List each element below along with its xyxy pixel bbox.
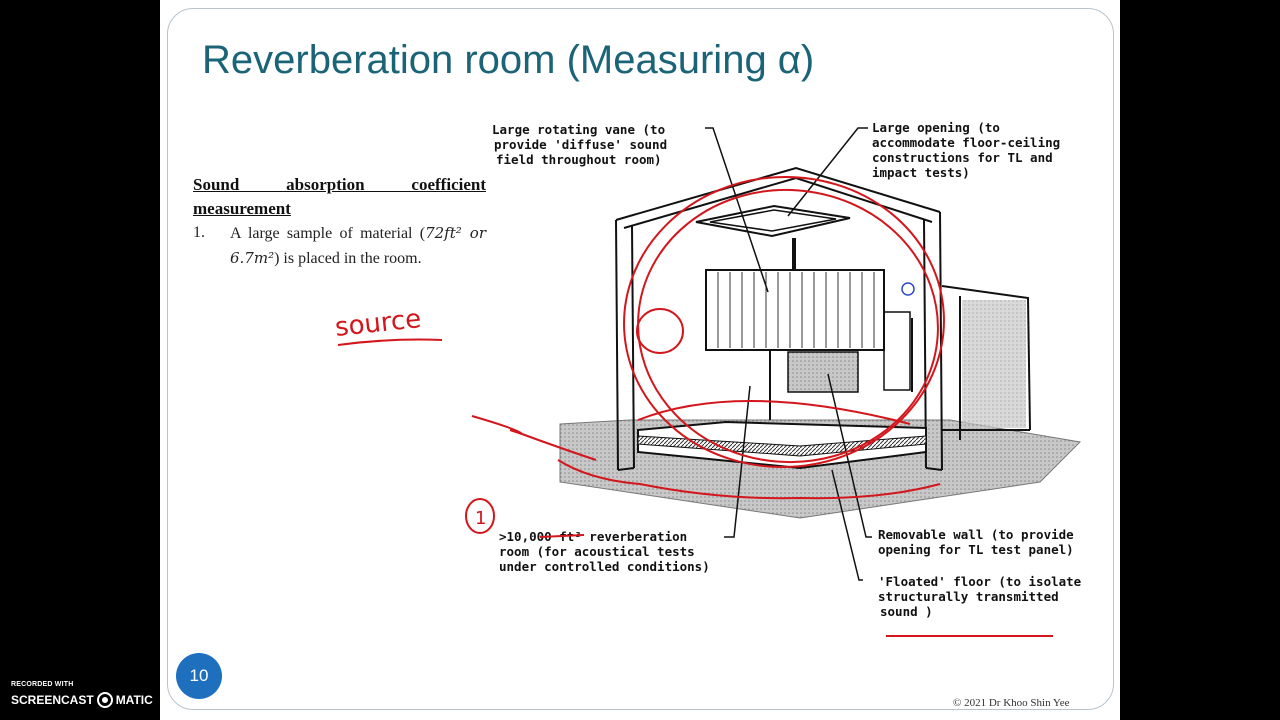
label-room: >10,000 ft³ reverberation room (for acou… xyxy=(499,529,710,574)
annex-panel xyxy=(962,300,1026,428)
vane-label-line: field throughout room) xyxy=(496,152,662,167)
slide-frame xyxy=(167,8,1114,710)
room-label-line: >10,000 ft³ reverberation xyxy=(499,529,687,544)
circle-one xyxy=(465,498,495,534)
wall-label-line: Removable wall (to provide xyxy=(878,527,1074,542)
recorded-with-text: RECORDED WITH xyxy=(11,681,74,688)
slide-title: Reverberation room (Measuring α) xyxy=(202,38,815,82)
rotating-vane xyxy=(705,269,885,351)
source-circle xyxy=(636,308,684,354)
leader-lines xyxy=(705,127,872,581)
page-number-badge: 10 xyxy=(176,653,222,699)
copyright-text: © 2021 Dr Khoo Shin Yee xyxy=(953,697,1070,709)
logo-text-right: MATIC xyxy=(115,693,153,707)
list-number: 1. xyxy=(193,224,205,241)
slide: Reverberation room (Measuring α) Sound a… xyxy=(160,0,1120,720)
circled-one-annotation: 1 xyxy=(475,508,486,529)
room-label-line: under controlled conditions) xyxy=(499,559,710,574)
label-wall: Removable wall (to provide opening for T… xyxy=(878,527,1074,557)
floor-label-line: sound ) xyxy=(880,604,933,619)
screencast-matic-logo: SCREENCAST MATIC xyxy=(11,692,153,708)
record-icon xyxy=(96,692,113,708)
item-text-before: A large sample of material ( xyxy=(230,225,426,242)
removable-wall xyxy=(787,351,859,393)
opening-label-line: impact tests) xyxy=(872,165,970,180)
room-label-line: room (for acoustical tests xyxy=(499,544,695,559)
label-floor: 'Floated' floor (to isolate structurally… xyxy=(878,574,1082,619)
floor-label-line: 'Floated' floor (to isolate xyxy=(878,574,1082,589)
wall-label-line: opening for TL test panel) xyxy=(878,542,1074,557)
section-heading: Sound absorption coefficient measurement xyxy=(193,175,486,218)
list-item-text: A large sample of material (72ft² or 6.7… xyxy=(230,221,486,271)
right-letterbox xyxy=(1120,0,1280,720)
floor-label-line: structurally transmitted xyxy=(878,589,1059,604)
item-math: 72ft² or 6.7m² xyxy=(230,224,486,267)
source-underline xyxy=(337,338,443,346)
vane-label-line: Large rotating vane (to xyxy=(492,122,665,137)
logo-text-left: SCREENCAST xyxy=(11,693,94,707)
opening-label-line: constructions for TL and xyxy=(872,150,1053,165)
vane-label-line: provide 'diffuse' sound xyxy=(494,137,667,152)
opening-label-line: accommodate floor-ceiling xyxy=(872,135,1060,150)
ceiling-opening xyxy=(695,204,851,238)
left-letterbox: RECORDED WITH SCREENCAST MATIC xyxy=(0,0,160,720)
item-text-after: ) is placed in the room. xyxy=(274,250,422,267)
pen-annotations xyxy=(337,175,1053,637)
opening-label-line: Large opening (to xyxy=(872,120,1000,135)
source-annotation: source xyxy=(334,304,423,343)
label-opening: Large opening (to accommodate floor-ceil… xyxy=(872,120,1060,180)
label-vane: Large rotating vane (to provide 'diffuse… xyxy=(492,122,667,167)
reverberation-room-diagram: Large rotating vane (to provide 'diffuse… xyxy=(334,120,1082,637)
